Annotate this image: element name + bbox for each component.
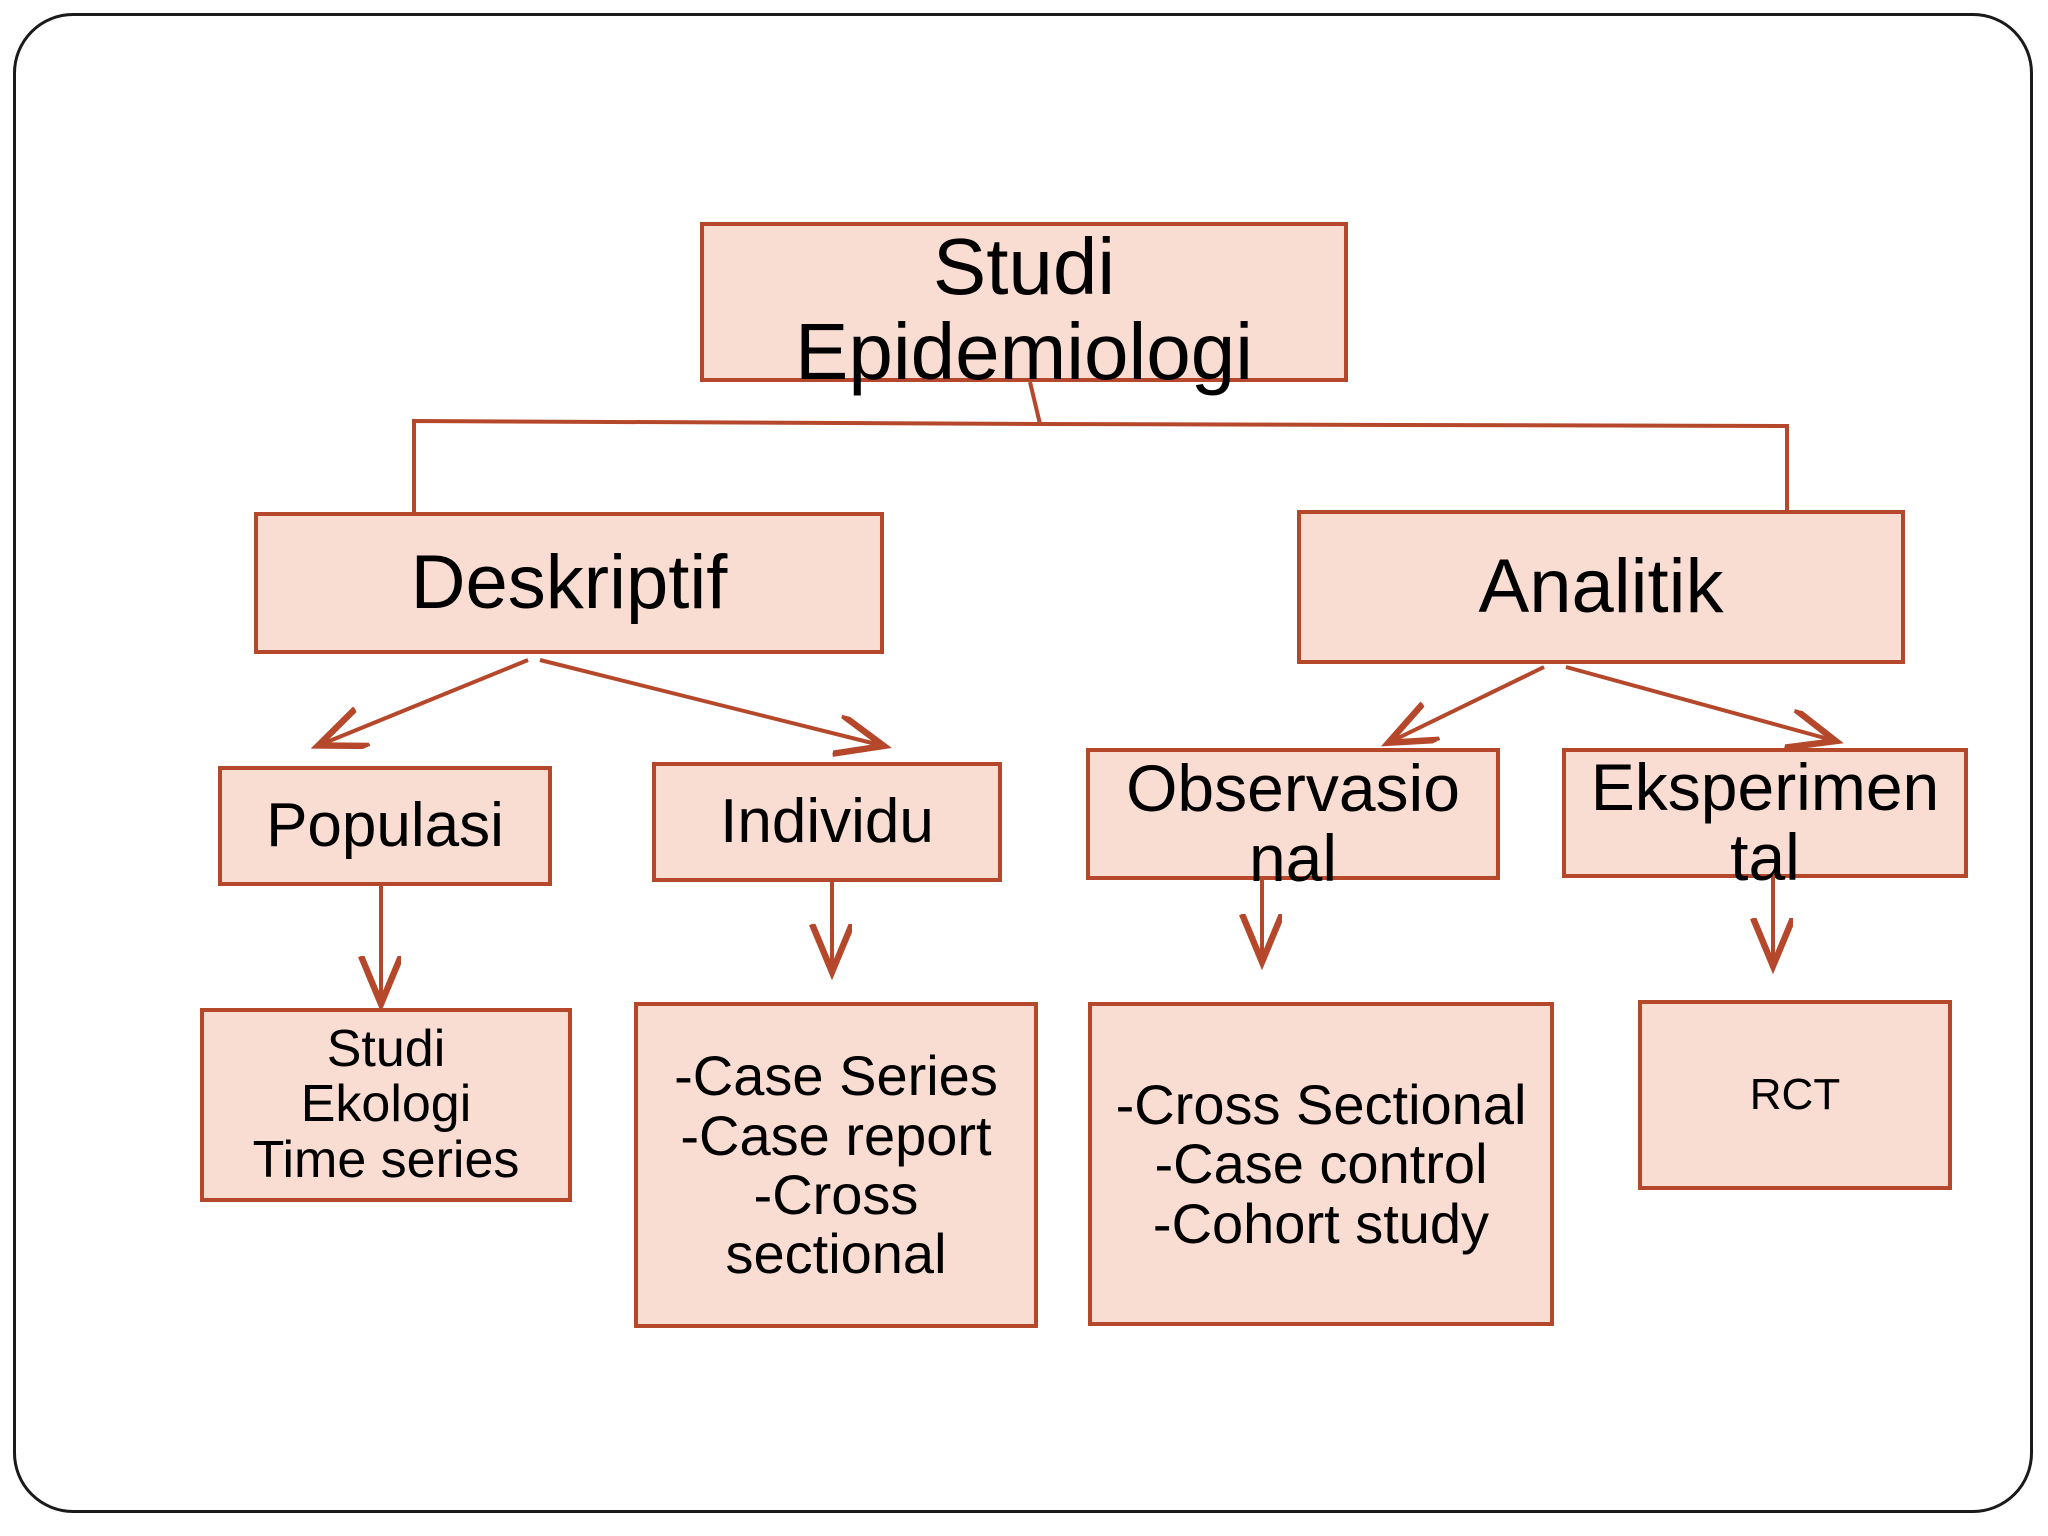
node-eksperimental[interactable]: Eksperimen tal	[1562, 748, 1968, 892]
node-rct[interactable]: RCT	[1638, 1000, 1952, 1190]
node-deskriptif-label: Deskriptif	[410, 539, 728, 625]
node-observasional[interactable]: Observasio nal	[1086, 748, 1500, 893]
node-observasional-study-types[interactable]: -Cross Sectional -Case control -Cohort s…	[1088, 1002, 1554, 1326]
node-analitik-label: Analitik	[1478, 543, 1724, 629]
node-studi-ekologi-label: Studi Ekologi Time series	[252, 1020, 520, 1189]
node-observasional-label: Observasio nal	[1126, 751, 1460, 895]
node-individu[interactable]: Individu	[652, 762, 1002, 882]
node-observasional-study-types-label: -Cross Sectional -Case control -Cohort s…	[1115, 1072, 1527, 1255]
node-eksperimental-label: Eksperimen tal	[1590, 750, 1940, 894]
node-individu-label: Individu	[720, 787, 934, 857]
node-analitik[interactable]: Analitik	[1297, 510, 1905, 664]
node-populasi[interactable]: Populasi	[218, 766, 552, 886]
node-populasi-label: Populasi	[266, 791, 504, 861]
node-studi-epidemiologi[interactable]: Studi Epidemiologi	[700, 222, 1348, 394]
node-individu-study-types-label: -Case Series -Case report -Cross section…	[674, 1044, 998, 1286]
node-rct-label: RCT	[1749, 1069, 1841, 1119]
slide-border-frame	[13, 13, 2033, 1513]
node-studi-ekologi[interactable]: Studi Ekologi Time series	[200, 1008, 572, 1202]
node-studi-epidemiologi-label: Studi Epidemiologi	[794, 222, 1254, 396]
node-deskriptif[interactable]: Deskriptif	[254, 512, 884, 654]
node-individu-study-types[interactable]: -Case Series -Case report -Cross section…	[634, 1002, 1038, 1328]
